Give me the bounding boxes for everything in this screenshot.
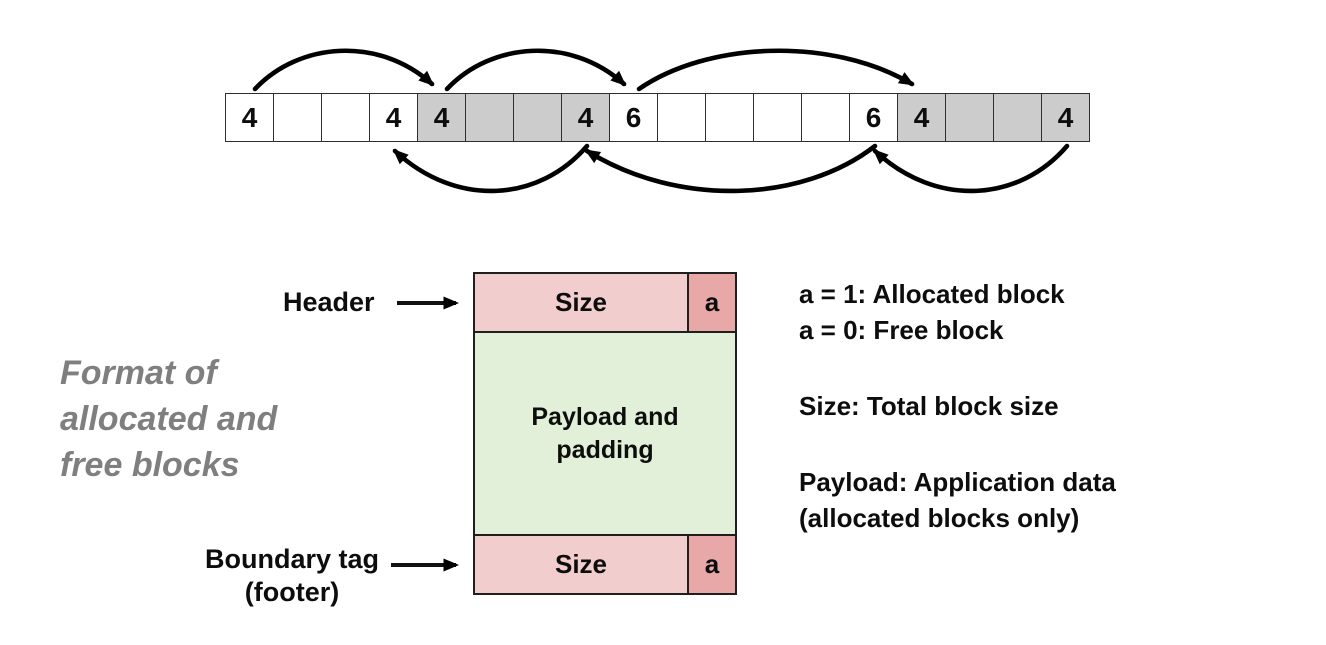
format-caption: Format of allocated and free blocks [60, 350, 277, 488]
boundary-tag-label: Boundary tag (footer) [192, 543, 392, 609]
backward-link-arrow [872, 143, 1070, 194]
header-label: Header [283, 287, 375, 317]
forward-link-arrow [252, 48, 435, 92]
memory-cell [946, 93, 994, 142]
backward-link-arrow [584, 143, 878, 194]
block-format-diagram: Size a Payload and padding Size a [473, 272, 737, 595]
memory-cell: 4 [1042, 93, 1090, 142]
boundary-tag-sublabel: (footer) [244, 577, 340, 607]
memory-cell [514, 93, 562, 142]
footer-size-cell: Size [475, 536, 689, 593]
forward-link-arrow [444, 48, 627, 92]
memory-cell: 6 [610, 93, 658, 142]
forward-link-arrow [636, 48, 915, 92]
legend-line: (allocated blocks only) [799, 503, 1080, 533]
backward-link-arrows [392, 143, 1070, 194]
payload-label: Payload and padding [531, 403, 679, 464]
memory-cell: 4 [898, 93, 946, 142]
header-size-cell: Size [475, 274, 689, 331]
memory-cell: 4 [562, 93, 610, 142]
caption-line: Format of [60, 354, 217, 392]
legend-line: a = 0: Free block [799, 315, 1004, 345]
legend-group-payload: Payload: Application data (allocated blo… [799, 464, 1116, 536]
memory-cell [658, 93, 706, 142]
forward-link-arrows [252, 48, 915, 92]
legend-line: a = 1: Allocated block [799, 279, 1065, 309]
block-header-row: Size a [475, 274, 735, 333]
caption-line: free blocks [60, 446, 240, 484]
memory-cell [274, 93, 322, 142]
memory-cell: 4 [226, 93, 274, 142]
memory-cell: 6 [850, 93, 898, 142]
memory-cell [706, 93, 754, 142]
legend-group-flag: a = 1: Allocated block a = 0: Free block [799, 276, 1116, 348]
legend: a = 1: Allocated block a = 0: Free block… [799, 276, 1116, 536]
memory-cell [322, 93, 370, 142]
block-footer-row: Size a [475, 534, 735, 593]
legend-group-size: Size: Total block size [799, 388, 1116, 424]
memory-cell: 4 [418, 93, 466, 142]
memory-cell [466, 93, 514, 142]
boundary-tag-label-line: Boundary tag [204, 544, 379, 574]
memory-cell [802, 93, 850, 142]
footer-allocated-flag-cell: a [689, 536, 735, 593]
caption-line: allocated and [60, 400, 278, 438]
header-allocated-flag-cell: a [689, 274, 735, 331]
payload-cell: Payload and padding [475, 333, 735, 534]
memory-cell [754, 93, 802, 142]
legend-line: Size: Total block size [799, 391, 1059, 421]
memory-cell: 4 [370, 93, 418, 142]
memory-cell [994, 93, 1042, 142]
backward-link-arrow [392, 143, 590, 194]
legend-line: Payload: Application data [799, 467, 1116, 497]
